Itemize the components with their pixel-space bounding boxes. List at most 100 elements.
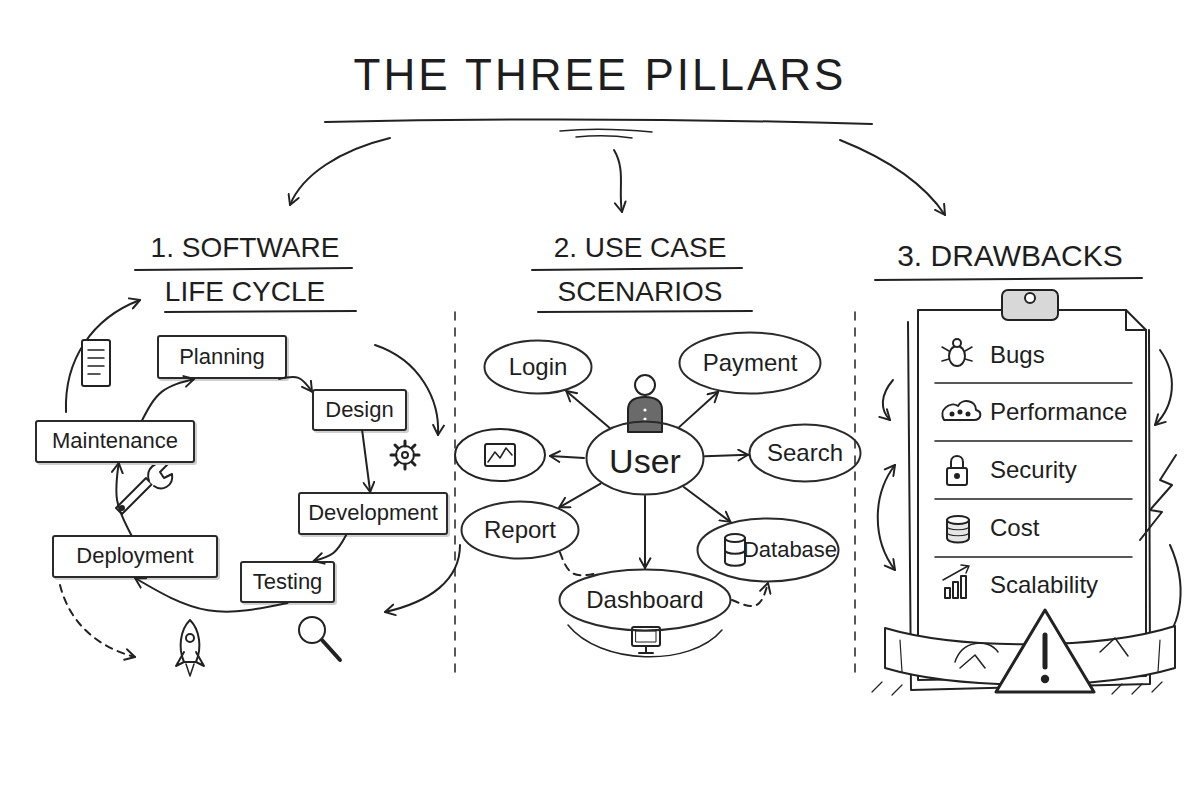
use-case-ellipse: Report xyxy=(460,500,580,560)
node-label: Deployment xyxy=(76,544,193,568)
pressure-arrow xyxy=(878,465,895,570)
title-arrow xyxy=(840,140,945,215)
performance-dot xyxy=(959,411,962,414)
clip-hole xyxy=(1025,293,1035,303)
use-case-ellipse: Login xyxy=(483,339,593,395)
wrench-icon xyxy=(116,478,152,514)
flow-arrow xyxy=(314,535,346,561)
rocket-flame xyxy=(186,664,194,676)
use-case-ellipse: Search xyxy=(748,423,862,483)
database-icon xyxy=(725,534,745,542)
heading-underline xyxy=(538,311,752,312)
rocket-icon xyxy=(181,620,200,662)
wrench-icon xyxy=(148,463,172,488)
gear-icon xyxy=(402,452,408,458)
bug-icon xyxy=(949,346,965,366)
coins-lines xyxy=(947,526,969,536)
monitor-screen xyxy=(636,631,656,642)
person-button xyxy=(643,408,646,411)
user-chart-arrow xyxy=(550,456,584,458)
use-case-ellipse: Dashboard xyxy=(558,568,732,632)
node-label: Login xyxy=(509,354,568,380)
title-squiggle xyxy=(560,129,652,138)
ellipse-outline xyxy=(750,425,861,482)
heading-underline xyxy=(165,311,356,312)
gear-teeth xyxy=(391,441,419,469)
pressure-arrow xyxy=(883,380,893,420)
process-box: Planning xyxy=(157,335,287,379)
person-button xyxy=(643,417,646,420)
heading-underline xyxy=(135,268,352,270)
node-label: Testing xyxy=(253,570,323,594)
bar-icon xyxy=(953,582,958,598)
bar-icon xyxy=(961,576,966,598)
drawback-item: Scalability xyxy=(990,565,1145,605)
section-heading: 1. SOFTWARE LIFE CYCLE xyxy=(120,224,370,316)
node-label: User xyxy=(609,443,681,480)
chart-ellipse xyxy=(455,429,545,481)
heading-underline xyxy=(875,278,1142,280)
node-label: Development xyxy=(308,501,438,525)
section-heading: 3. DRAWBACKS xyxy=(870,236,1150,276)
column-separator xyxy=(454,312,456,680)
node-label: Maintenance xyxy=(52,429,178,453)
drawback-item: Security xyxy=(990,450,1145,490)
flow-arrow xyxy=(560,552,597,575)
checklist-icon xyxy=(82,340,110,386)
lock-icon xyxy=(947,468,967,485)
sketch-strokes xyxy=(60,119,1181,695)
chart-line xyxy=(488,448,512,462)
flow-arrow xyxy=(279,377,312,392)
clipboard-clip xyxy=(1002,290,1058,320)
use-case-ellipse: Payment xyxy=(678,331,822,395)
flow-arrow xyxy=(142,379,194,420)
title-arrow xyxy=(290,138,390,205)
cycle-arc xyxy=(66,300,140,412)
person-head xyxy=(635,375,655,395)
flow-arrow xyxy=(705,455,748,456)
flow-arrow xyxy=(566,391,609,427)
ellipse-outline xyxy=(698,519,839,582)
heading-underline xyxy=(532,268,742,270)
performance-dot xyxy=(967,413,970,416)
bug-icon xyxy=(953,339,961,347)
flow-arrow xyxy=(559,484,600,508)
flow-arrow xyxy=(116,463,131,535)
use-case-ellipse: Database xyxy=(696,517,840,583)
ellipse-outline xyxy=(462,502,579,559)
wrench-hole xyxy=(120,506,124,510)
performance-dot xyxy=(951,413,954,416)
lock-shackle xyxy=(951,456,963,468)
debris xyxy=(955,643,998,668)
node-label: Search xyxy=(767,440,843,466)
title-underline xyxy=(325,119,872,124)
title-arrow xyxy=(614,150,622,212)
flow-arrow xyxy=(684,487,731,522)
pressure-arrow xyxy=(1155,350,1172,425)
database-icon xyxy=(725,538,745,566)
diagram-title: THE THREE PILLARS xyxy=(0,46,1200,104)
person-body xyxy=(628,397,662,432)
process-box: Testing xyxy=(240,561,335,603)
bug-legs xyxy=(942,347,972,361)
lightning-bolt xyxy=(1140,455,1176,540)
rocket-window xyxy=(186,634,194,642)
drawback-item: Bugs xyxy=(990,335,1145,375)
debris xyxy=(1100,638,1128,656)
section-heading: 2. USE CASE SCENARIOS xyxy=(515,224,765,316)
drawback-item: Cost xyxy=(990,508,1145,548)
ellipse-outline xyxy=(587,422,704,495)
flow-arrow xyxy=(679,392,718,427)
chart-icon xyxy=(485,444,515,466)
performance-icon xyxy=(942,401,980,420)
process-box: Maintenance xyxy=(35,420,195,463)
ellipse-outline xyxy=(485,341,592,394)
warning-triangle xyxy=(996,610,1094,692)
cycle-arc xyxy=(385,545,460,612)
node-label: Dashboard xyxy=(586,587,703,613)
use-case-ellipse: User xyxy=(585,420,705,496)
flow-arrow xyxy=(644,496,646,568)
growth-arrow xyxy=(943,565,969,580)
paper-sheet xyxy=(918,310,1146,680)
